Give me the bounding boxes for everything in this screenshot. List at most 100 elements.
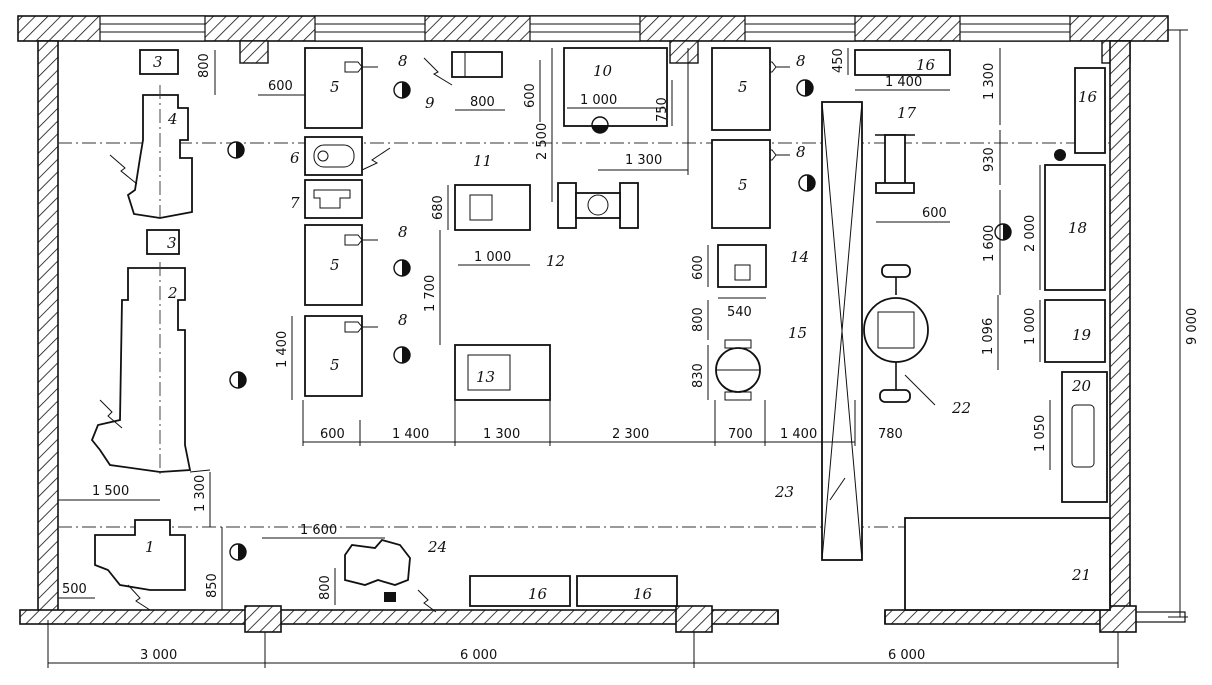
equipment-7 xyxy=(304,179,363,219)
equipment-3-top xyxy=(139,49,179,75)
equipment-20 xyxy=(1061,371,1108,503)
walls xyxy=(17,15,1186,633)
equipment-18 xyxy=(1044,164,1106,291)
equipment-5-e xyxy=(711,139,771,229)
label-12: 12 xyxy=(546,252,565,270)
dim-1300-a: 1 300 xyxy=(625,153,662,168)
dim-1096: 1 096 xyxy=(981,318,996,355)
bottom-wall-right xyxy=(884,609,1131,625)
dim-1700: 1 700 xyxy=(423,275,438,312)
label-5c: 5 xyxy=(330,356,340,374)
equipment-19 xyxy=(1044,299,1106,363)
label-24: 24 xyxy=(427,538,447,556)
dim-850: 850 xyxy=(205,573,220,598)
dim-540: 540 xyxy=(727,305,752,320)
label-23: 23 xyxy=(774,483,794,501)
label-5a: 5 xyxy=(330,78,340,96)
equipment-5-b xyxy=(304,224,363,306)
label-18: 18 xyxy=(1068,219,1087,237)
crane-23 xyxy=(821,101,863,561)
dim-800-c: 800 xyxy=(691,307,706,332)
dim-930: 930 xyxy=(982,147,997,172)
dim-750: 750 xyxy=(655,97,670,122)
label-22: 22 xyxy=(951,399,971,417)
dim-1600-a: 1 600 xyxy=(982,225,997,262)
dim-450: 450 xyxy=(831,48,846,73)
label-3b: 3 xyxy=(167,234,177,252)
equipment-24 xyxy=(344,538,411,586)
label-3a: 3 xyxy=(153,53,163,71)
equipment-22 xyxy=(863,264,929,403)
top-wall-windows xyxy=(99,15,1071,42)
dimension-lines xyxy=(47,29,1188,668)
equipment-11 xyxy=(454,184,531,231)
dim-1050: 1 050 xyxy=(1033,415,1048,452)
equipment-15 xyxy=(715,339,761,401)
equipment-5-c xyxy=(304,315,363,397)
equipment-17 xyxy=(875,134,915,194)
dim-1600-b: 1 600 xyxy=(300,523,337,538)
worker-positions xyxy=(227,79,1066,561)
dim-680: 680 xyxy=(431,195,446,220)
dim-600-d: 600 xyxy=(922,206,947,221)
right-wall xyxy=(1109,40,1131,612)
equipment-9 xyxy=(451,51,503,78)
equipment-16-b xyxy=(1074,67,1106,154)
equipment xyxy=(90,47,1111,611)
equipment-13 xyxy=(454,344,551,401)
equipment-5-d xyxy=(711,47,771,131)
label-7: 7 xyxy=(290,194,300,212)
equipment-14 xyxy=(717,244,767,288)
label-16b: 16 xyxy=(1078,88,1098,106)
leader-lines xyxy=(99,57,936,613)
dim-b-700: 700 xyxy=(728,427,753,442)
label-6: 6 xyxy=(290,149,300,167)
left-wall xyxy=(37,40,59,612)
label-14: 14 xyxy=(790,248,809,266)
dim-b-780: 780 xyxy=(878,427,903,442)
dim-600-a: 600 xyxy=(268,79,293,94)
label-8d: 8 xyxy=(796,52,806,70)
equipment-3-mid xyxy=(146,229,180,255)
label-8a: 8 xyxy=(398,52,408,70)
dim-600-c: 600 xyxy=(691,255,706,280)
label-16c: 16 xyxy=(528,585,548,603)
label-5e: 5 xyxy=(738,176,748,194)
bottom-wall-left xyxy=(19,609,779,625)
equipment-labels: 3 4 3 2 1 5 6 7 5 5 8 8 8 8 8 9 10 11 12… xyxy=(145,52,1098,603)
equipment-12 xyxy=(557,182,639,229)
label-20: 20 xyxy=(1071,377,1092,395)
dim-800-b: 800 xyxy=(470,95,495,110)
dim-1000-b: 1 000 xyxy=(474,250,511,265)
dim-2500: 2 500 xyxy=(535,123,550,160)
label-2: 2 xyxy=(167,284,178,302)
label-13: 13 xyxy=(476,368,495,386)
equipment-16-c xyxy=(469,575,571,607)
dim-600-b: 600 xyxy=(523,83,538,108)
dim-1000-c: 1 000 xyxy=(1023,308,1038,345)
dim-b-1300: 1 300 xyxy=(483,427,520,442)
label-8e: 8 xyxy=(796,143,806,161)
label-15: 15 xyxy=(788,324,807,342)
label-1: 1 xyxy=(145,538,155,556)
label-5b: 5 xyxy=(330,256,340,274)
dim-b-1400-c: 1 400 xyxy=(780,427,817,442)
dim-800-a: 800 xyxy=(197,53,212,78)
equipment-4 xyxy=(126,94,193,219)
dim-1000-a: 1 000 xyxy=(580,93,617,108)
equipment-16-d xyxy=(576,575,678,607)
label-4: 4 xyxy=(167,110,178,128)
label-5d: 5 xyxy=(738,78,748,96)
dim-1300-c: 1 300 xyxy=(193,475,208,512)
label-10: 10 xyxy=(593,62,613,80)
label-8b: 8 xyxy=(398,223,408,241)
dim-b-600: 600 xyxy=(320,427,345,442)
dim-total-3000: 3 000 xyxy=(140,648,177,663)
equipment-1 xyxy=(94,519,186,591)
equipment-21 xyxy=(904,517,1111,611)
dim-b-2300: 2 300 xyxy=(612,427,649,442)
dim-9000: 9 000 xyxy=(1185,308,1200,345)
dim-1300-b: 1 300 xyxy=(982,63,997,100)
dim-1400-a: 1 400 xyxy=(885,75,922,90)
